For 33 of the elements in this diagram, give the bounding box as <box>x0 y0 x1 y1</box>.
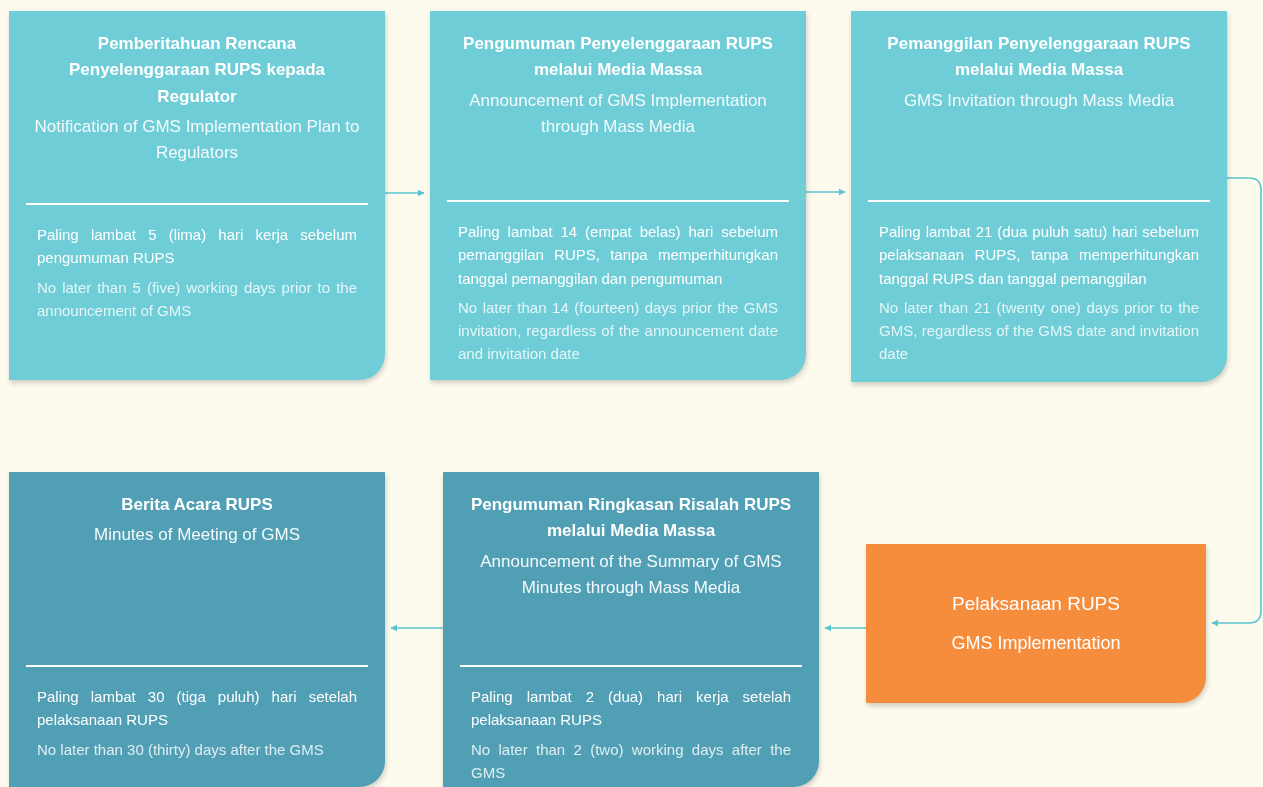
step-subtitle: Announcement of GMS Implementation through Mass Media <box>468 89 768 139</box>
step-subtitle: Minutes of Meeting of GMS <box>94 524 300 547</box>
step-card <box>9 11 385 380</box>
step-title: Pelaksanaan RUPS <box>951 591 1121 616</box>
step-card <box>443 472 819 787</box>
step-title: Berita Acara RUPS <box>121 494 273 516</box>
step-card <box>851 11 1227 382</box>
deadline-translation: No later than 21 (twenty one) days prior to the GMS, regardless of the GMS date and invitation date <box>879 297 1199 365</box>
step-title: Pemanggilan Penyelenggaraan RUPS melalui Media Massa <box>886 33 1192 82</box>
step-title: Pengumuman Ringkasan Risalah RUPS melalui Media Massa <box>469 494 793 543</box>
step-card <box>9 472 385 787</box>
deadline-note: Paling lambat 2 (dua) hari kerja setelah pelaksanaan RUPS <box>471 687 791 731</box>
arrow <box>824 624 867 632</box>
step-subtitle: GMS Implementation <box>950 632 1122 656</box>
deadline-translation: No later than 2 (two) working days after the GMS <box>471 739 791 783</box>
step-subtitle: Announcement of the Summary of GMS Minutes through Mass Media <box>479 550 783 600</box>
step-card <box>430 11 806 380</box>
deadline-translation: No later than 14 (fourteen) days prior the GMS invitation, regardless of the announcement date and invitation date <box>458 297 778 365</box>
step-subtitle: Notification of GMS Implementation Plan to Regulators <box>33 116 361 165</box>
arrow <box>384 189 425 197</box>
deadline-note: Paling lambat 5 (lima) hari kerja sebelum pengumuman RUPS <box>37 225 357 269</box>
step-title: Pengumuman Penyelenggaraan RUPS melalui Media Massa <box>462 33 774 82</box>
deadline-note: Paling lambat 14 (empat belas) hari sebelum pemanggilan RUPS, tanpa memperhitungkan tanggal pemanggilan dan pengumuman <box>458 222 778 289</box>
deadline-note: Paling lambat 30 (tiga puluh) hari setelah pelaksanaan RUPS <box>37 687 357 731</box>
arrow <box>390 624 444 632</box>
step-title: Pemberitahuan Rencana Penyelenggaraan RUPS kepada Regulator <box>67 33 326 108</box>
step-subtitle: GMS Invitation through Mass Media <box>903 89 1175 112</box>
deadline-translation: No later than 5 (five) working days prior to the announcement of GMS <box>37 277 357 321</box>
deadline-translation: No later than 30 (thirty) days after the GMS <box>37 739 325 760</box>
arrow <box>805 188 846 196</box>
arrow <box>1211 177 1262 627</box>
process-box <box>866 544 1206 703</box>
deadline-note: Paling lambat 21 (dua puluh satu) hari sebelum pelaksanaan RUPS, tanpa memperhitungkan tanggal RUPS dan tanggal pemanggilan <box>879 222 1199 289</box>
